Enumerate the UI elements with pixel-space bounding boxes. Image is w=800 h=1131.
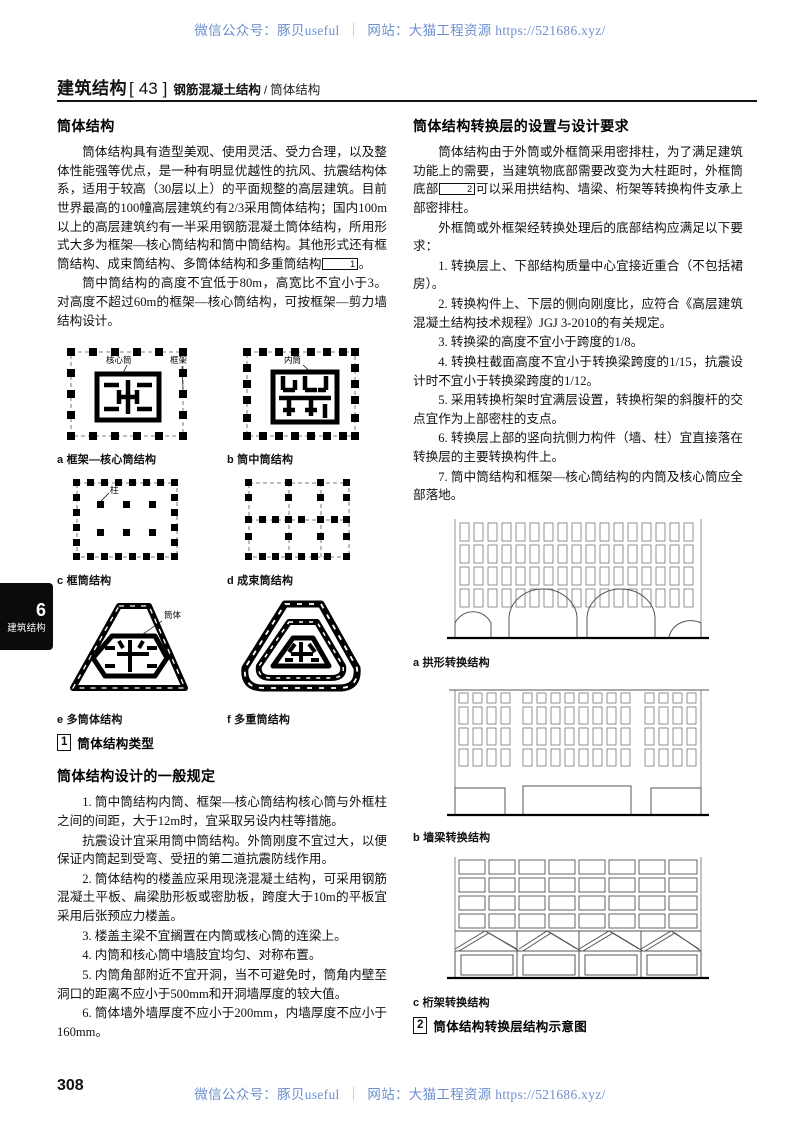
figure-2c: c 桁架转换结构 xyxy=(413,851,743,1010)
label-tube: 筒体 xyxy=(164,610,182,620)
diagram-multi-tube: 筒体 xyxy=(70,603,188,692)
right-rule-5: 5. 采用转换桁架时宜满层设置，转换桁架的斜腹杆的交点宜作为上部密柱的支点。 xyxy=(413,393,743,426)
watermark-prefix: 微信公众号：豚贝useful xyxy=(194,23,340,38)
left-section-heading-2: 筒体结构设计的一般规定 xyxy=(57,768,216,785)
figure-2a: a 拱形转换结构 xyxy=(413,511,743,670)
chapter-label: 建筑结构 xyxy=(7,622,46,634)
figure-2-badge: 2 xyxy=(413,1016,428,1034)
figure-1-row-c-d: 柱 c 框筒结构 xyxy=(57,477,387,588)
watermark-bottom-separator: ｜ xyxy=(346,1087,361,1102)
figure-caption-c: c 框筒结构 xyxy=(57,575,112,588)
figure-cell-d: d 成束筒结构 xyxy=(227,477,379,588)
chapter-number: 6 xyxy=(35,599,46,620)
watermark-site: 网站：大猫工程资源 xyxy=(367,23,492,38)
watermark-bottom: 微信公众号：豚贝useful ｜ 网站：大猫工程资源 https://521686.… xyxy=(0,1083,800,1103)
left-paragraph-1: 筒体结构具有造型美观、使用灵活、受力合理，以及整体性能强等优点，是一种有明显优越… xyxy=(57,143,387,273)
left-rule-2: 2. 筒体结构的楼盖应采用现浇混凝土结构，可采用钢筋混凝土平板、扁梁肋形板或密肋… xyxy=(57,871,387,923)
label-inner-tube: 内筒 xyxy=(284,355,301,365)
right-rule-6: 6. 转换层上部的竖向抗侧力构件（墙、柱）宜直接落在转换层的主要转换构件上。 xyxy=(413,431,743,464)
diagram-frame-core-tube: 核心筒 框架 xyxy=(67,348,188,441)
right-paragraph-1: 筒体结构由于外筒或外框筒采用密排柱，为了满足建筑功能上的需要，当建筑物底部需要改… xyxy=(413,143,743,218)
left-rule-4: 4. 内筒和核心筒中墙肢宜均匀、对称布置。 xyxy=(82,948,322,963)
header-section-number: 43 xyxy=(138,79,158,98)
figure-ref-1: 1 xyxy=(322,257,358,270)
figure-caption-e: e 多筒体结构 xyxy=(57,714,123,727)
left-rule-5: 5. 内筒角部附近不宜开洞，当不可避免时，筒角内壁至洞口的距离不应小于500mm… xyxy=(57,967,387,1001)
right-rule-3: 3. 转换梁的高度不宜小于跨度的1/8。 xyxy=(438,335,644,350)
figure-cell-c: 柱 c 框筒结构 xyxy=(57,477,209,588)
diagram-tube-in-tube: 内筒 xyxy=(243,348,359,441)
right-paragraph-1-b: 可以采用拱结构、墙梁、桁架等转换构件支承上部密排柱。 xyxy=(413,182,744,215)
left-rule-note: 抗震设计宜采用筒中筒结构。外筒刚度不宜过大，以便保证内筒起到受弯、受扭的第二道抗… xyxy=(57,833,387,867)
watermark-bottom-prefix: 微信公众号：豚贝useful xyxy=(194,1087,340,1102)
header-slash: / xyxy=(263,83,268,97)
figure-2-title-text: 筒体结构转换层结构示意图 xyxy=(433,1019,588,1034)
diagram-truss-transfer xyxy=(447,856,709,979)
watermark-bottom-url: https://521686.xyz/ xyxy=(495,1087,606,1102)
left-rule-6: 6. 筒体墙外墙厚度不应小于200mm，内墙厚度不应小于160mm。 xyxy=(57,1006,387,1039)
left-rule-1: 1. 筒中筒结构内筒、框架—核心筒结构核心筒与外框柱之间的间距，大于12m时，宜… xyxy=(57,795,387,828)
chapter-side-tab: 6 建筑结构 xyxy=(0,583,53,650)
diagram-wall-beam-transfer xyxy=(447,689,709,816)
page-header: 建筑结构 [ 43 ] 钢筋混凝土结构 / 筒体结构 xyxy=(57,74,757,99)
watermark-top: 微信公众号：豚贝useful ｜ 网站：大猫工程资源 https://521686.… xyxy=(0,19,800,39)
page-number: 308 xyxy=(57,1077,84,1094)
figure-2b: b 墙梁转换结构 xyxy=(413,676,743,845)
figure-caption-b: b 筒中筒结构 xyxy=(227,454,294,467)
label-column: 柱 xyxy=(110,485,119,495)
header-bracket-close: ] xyxy=(162,79,168,98)
figure-2-title: 2 筒体结构转换层结构示意图 xyxy=(413,1016,743,1035)
figure-caption-a: a 框架—核心筒结构 xyxy=(57,454,157,467)
left-rule-3: 3. 楼盖主梁不宜搁置在内筒或核心筒的连梁上。 xyxy=(82,928,347,943)
watermark-url: https://521686.xyz/ xyxy=(495,23,606,38)
header-divider xyxy=(57,100,757,102)
right-paragraph-2: 外框筒或外框架经转换处理后的底部结构应满足以下要求： xyxy=(413,220,743,254)
figure-1-badge: 1 xyxy=(57,734,72,752)
right-rule-7: 7. 筒中筒结构和框架—核心筒结构的内筒及核心筒应全部落地。 xyxy=(413,469,743,503)
figure-1-row-a-b: 核心筒 框架 a 框架—核心筒结构 xyxy=(57,340,387,467)
diagram-framed-tube: 柱 xyxy=(73,479,178,561)
figure-cell-a: 核心筒 框架 a 框架—核心筒结构 xyxy=(57,340,209,467)
diagram-multiple-tube xyxy=(241,600,361,692)
figure-2b-caption: b 墙梁转换结构 xyxy=(413,831,491,844)
header-main-title: 建筑结构 xyxy=(57,79,127,98)
label-core-tube: 核心筒 xyxy=(106,355,132,365)
right-section-heading: 筒体结构转换层的设置与设计要求 xyxy=(413,118,629,134)
right-rule-2: 2. 转换构件上、下层的侧向刚度比，应符合《高层建筑混凝土结构技术规程》JGJ … xyxy=(413,297,743,330)
figure-1-title: 1 筒体结构类型 xyxy=(57,733,387,752)
figure-ref-2: 2 xyxy=(439,183,475,196)
left-paragraph-1-tail: 。 xyxy=(358,256,372,271)
figure-2a-caption: a 拱形转换结构 xyxy=(413,656,490,669)
figure-cell-f: f 多重筒结构 xyxy=(227,596,379,727)
figure-1-grid: 核心筒 框架 a 框架—核心筒结构 xyxy=(57,340,387,727)
diagram-arch-transfer xyxy=(447,518,709,639)
watermark-separator: ｜ xyxy=(346,23,361,38)
figure-2c-caption: c 桁架转换结构 xyxy=(413,996,490,1009)
header-subtitle-2: 筒体结构 xyxy=(270,83,321,97)
watermark-bottom-site: 网站：大猫工程资源 xyxy=(367,1087,492,1102)
right-rule-1: 1. 转换层上、下部结构质量中心宜接近重合（不包括裙房）。 xyxy=(413,258,743,292)
diagram-bundled-tube xyxy=(245,479,350,561)
left-section-heading: 筒体结构 xyxy=(57,118,115,134)
left-paragraph-2: 筒中筒结构的高度不宜低于80m，高宽比不宜小于3。对高度不超过60m的框架—核心… xyxy=(57,276,387,328)
right-rule-4: 4. 转换柱截面高度不宜小于转换梁跨度的1/15，抗震设计时不宜小于转换梁跨度的… xyxy=(413,354,743,388)
left-paragraph-1-text: 筒体结构具有造型美观、使用灵活、受力合理，以及整体性能强等优点，是一种有明显优越… xyxy=(57,145,387,271)
figure-1-row-e-f: 筒体 e 多筒体结构 xyxy=(57,596,387,727)
figure-1-title-text: 筒体结构类型 xyxy=(77,737,155,752)
figure-caption-f: f 多重筒结构 xyxy=(227,714,291,727)
header-subtitle: 钢筋混凝土结构 xyxy=(173,83,261,97)
header-bracket-open: [ xyxy=(129,79,134,98)
figure-caption-d: d 成束筒结构 xyxy=(227,575,294,588)
left-column: 筒体结构 筒体结构具有造型美观、使用灵活、受力合理，以及整体性能强等优点，是一种… xyxy=(57,116,387,1042)
figure-cell-e: 筒体 e 多筒体结构 xyxy=(57,596,209,727)
figure-cell-b: 内筒 b 筒中筒结构 xyxy=(227,340,379,467)
label-frame: 框架 xyxy=(170,355,188,365)
right-column: 筒体结构转换层的设置与设计要求 筒体结构由于外筒或外框筒采用密排柱，为了满足建筑… xyxy=(413,116,743,1039)
right-paragraph-1-a: 筒体结构由于外筒或外框筒采用密排柱，为了满足建筑功能上的需要，当建筑物底部需要改… xyxy=(413,145,743,197)
